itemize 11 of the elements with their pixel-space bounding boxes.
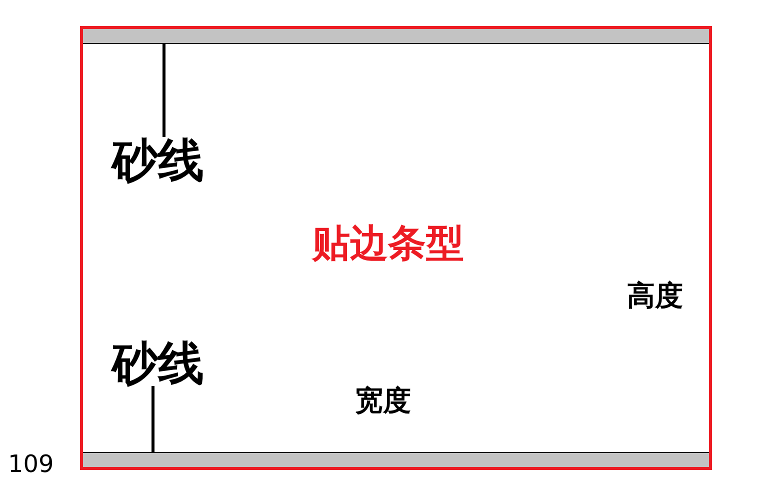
edge-band <box>83 29 709 44</box>
dimension-label: 高度 <box>627 282 683 310</box>
edge-band <box>83 452 709 467</box>
part-label: 砂线 <box>112 340 204 386</box>
strip-title: 贴边条型 <box>312 224 464 262</box>
page-number: 109 <box>8 452 54 476</box>
leader-line <box>162 44 166 137</box>
dimension-label: 宽度 <box>355 387 411 415</box>
part-label: 砂线 <box>112 137 204 183</box>
strip-outline <box>80 26 712 470</box>
leader-line <box>152 386 154 452</box>
